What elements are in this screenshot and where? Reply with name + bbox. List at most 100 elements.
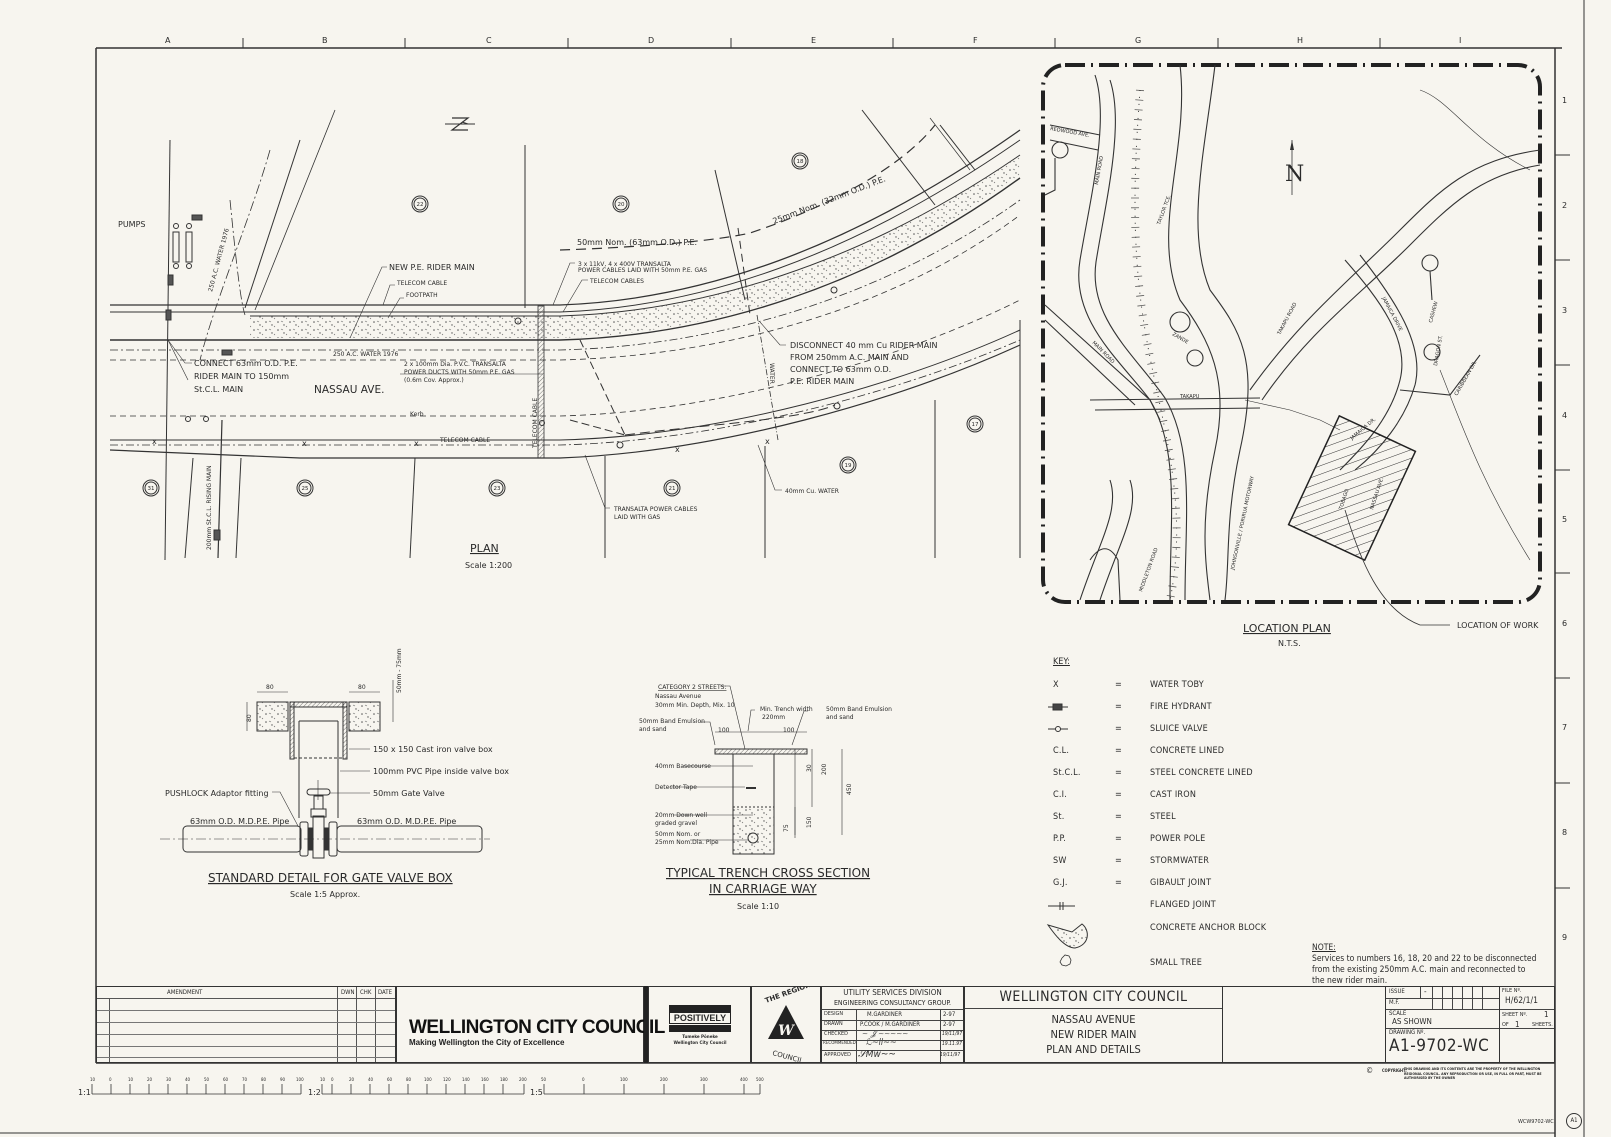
svg-text:80: 80 — [406, 1077, 412, 1082]
wcc-logo-block: WELLINGTON CITY COUNCIL Making Wellingto… — [396, 986, 665, 1063]
svg-text:200: 200 — [519, 1077, 527, 1082]
svg-text:COUNCIL: COUNCIL — [771, 1049, 804, 1062]
svg-text:ZANDE: ZANDE — [1171, 332, 1189, 346]
svg-text:and sand: and sand — [639, 726, 667, 733]
fire-hydrant-icon — [1048, 703, 1068, 711]
svg-text:75: 75 — [783, 824, 790, 832]
trench-labels: CATEGORY 2 STREETS: Nassau Avenue 30mm M… — [639, 684, 892, 911]
svg-text:150: 150 — [806, 816, 813, 828]
svg-text:10: 10 — [128, 1077, 134, 1082]
svg-text:Nassau Avenue: Nassau Avenue — [655, 693, 701, 700]
svg-text:TRANSALTA POWER CABLES: TRANSALTA POWER CABLES — [613, 506, 698, 513]
svg-text:graded gravel: graded gravel — [655, 820, 697, 827]
svg-text:18: 18 — [797, 159, 804, 165]
svg-text:Min. Trench width: Min. Trench width — [760, 706, 813, 713]
svg-text:x: x — [152, 437, 157, 446]
svg-text:63mm O.D. M.D.P.E. Pipe: 63mm O.D. M.D.P.E. Pipe — [190, 817, 289, 826]
location-plan: N REDWOOD AVE. MAIN ROAD TAYLOR TCE. ZAN… — [1041, 63, 1542, 648]
note-block: NOTE: Services to numbers 16, 18, 20 and… — [1312, 943, 1537, 986]
svg-text:300: 300 — [700, 1077, 708, 1082]
svg-text:THE REGIONAL: THE REGIONAL — [764, 987, 820, 1005]
council-name: WELLINGTON CITY COUNCIL — [409, 1017, 665, 1038]
svg-text:1:1: 1:1 — [78, 1088, 91, 1097]
svg-text:400: 400 — [740, 1077, 748, 1082]
svg-text:30mm Min. Depth, Mix. 10: 30mm Min. Depth, Mix. 10 — [655, 702, 735, 709]
svg-text:RIDER MAIN TO 150mm: RIDER MAIN TO 150mm — [194, 372, 289, 381]
project-title-block: WELLINGTON CITY COUNCIL NASSAU AVENUE NE… — [964, 986, 1223, 1063]
amendment-table: AMENDMENT DWN CHK DATE — [96, 986, 396, 1063]
svg-text:120: 120 — [443, 1077, 451, 1082]
svg-text:5: 5 — [1562, 515, 1567, 524]
svg-text:8: 8 — [1562, 828, 1567, 837]
svg-text:REDWOOD AVE.: REDWOOD AVE. — [1050, 126, 1091, 139]
svg-text:1:5: 1:5 — [530, 1088, 543, 1097]
project-owner: WELLINGTON CITY COUNCIL — [999, 989, 1188, 1005]
svg-text:TELECOM CABLES: TELECOM CABLES — [589, 278, 644, 285]
svg-text:100: 100 — [424, 1077, 432, 1082]
svg-text:WATER: WATER — [768, 363, 775, 384]
svg-text:220mm: 220mm — [762, 714, 785, 721]
svg-text:250 A.C. WATER 1976: 250 A.C. WATER 1976 — [333, 351, 398, 358]
svg-text:I: I — [1459, 36, 1461, 45]
svg-text:3: 3 — [1562, 306, 1567, 315]
small-tree-icon — [1059, 954, 1072, 967]
svg-text:Kerb: Kerb — [410, 411, 424, 418]
reference-code: WCW9702-WC — [1518, 1119, 1554, 1125]
svg-text:x: x — [765, 437, 770, 446]
svg-text:St.C.L. MAIN: St.C.L. MAIN — [194, 385, 243, 394]
svg-text:40: 40 — [185, 1077, 191, 1082]
svg-text:PUMPS: PUMPS — [118, 220, 145, 229]
svg-text:CONNECT TO 63mm O.D.: CONNECT TO 63mm O.D. — [790, 365, 891, 374]
svg-text:10: 10 — [320, 1077, 326, 1082]
svg-text:DRAGON ST.: DRAGON ST. — [1433, 335, 1444, 367]
svg-text:4: 4 — [1562, 411, 1567, 420]
svg-text:80: 80 — [266, 684, 274, 691]
svg-text:JOHNSONVILLE / PORIRUA MOTORWA: JOHNSONVILLE / PORIRUA MOTORWAY — [1230, 475, 1256, 572]
svg-text:Scale 1:200: Scale 1:200 — [465, 561, 512, 570]
flanged-joint-icon — [1048, 902, 1075, 910]
svg-text:P.E. RIDER MAIN: P.E. RIDER MAIN — [790, 377, 854, 386]
svg-text:1:2: 1:2 — [308, 1088, 321, 1097]
gate-valve-labels: 80 80 80 50mm - 75mm 150 x 150 Cast iron… — [165, 648, 509, 899]
svg-text:D: D — [648, 36, 654, 45]
svg-text:DISCONNECT 40 mm Cu RIDER MAIN: DISCONNECT 40 mm Cu RIDER MAIN — [790, 341, 938, 350]
svg-text:40mm Basecourse: 40mm Basecourse — [655, 763, 711, 770]
anchor-block-icon — [1046, 923, 1088, 949]
trench-title-2: IN CARRIAGE WAY — [709, 882, 817, 896]
svg-text:x: x — [414, 439, 419, 448]
svg-text:x: x — [302, 439, 307, 448]
plan-labels: PUMPS 250 A.C. WATER 1976 250 A.C. WATER… — [118, 174, 938, 570]
plan-title: PLAN — [470, 542, 499, 555]
svg-text:21: 21 — [669, 486, 676, 492]
svg-text:TELECOM CABLE: TELECOM CABLE — [439, 437, 490, 444]
svg-text:30: 30 — [166, 1077, 172, 1082]
svg-text:25mm Nom.Dia. Pipe: 25mm Nom.Dia. Pipe — [655, 839, 719, 846]
drawing-number: A1-9702-WC — [1389, 1036, 1490, 1056]
svg-text:50mm Gate Valve: 50mm Gate Valve — [373, 789, 445, 798]
positively-logo-block: POSITIVELY Tumeke Pōneke Wellington City… — [648, 986, 751, 1063]
key-title: KEY: — [1053, 657, 1070, 667]
file-sheet-block: FILE Nº. H/62/1/1 SHEET Nº. 1 OF 1 SHEET… — [1499, 986, 1555, 1063]
svg-text:TAKAPU ROAD: TAKAPU ROAD — [1276, 302, 1299, 337]
grid-column-labels: A B C D E F G H I — [165, 36, 1461, 45]
svg-text:H: H — [1297, 36, 1303, 45]
svg-text:0: 0 — [109, 1077, 112, 1082]
svg-text:TELECOM CABLE: TELECOM CABLE — [396, 280, 447, 287]
drawing-info-block: ISSUE - M.F. SCALE AS SHOWN DRAWING Nº. … — [1385, 986, 1500, 1063]
svg-text:31: 31 — [148, 486, 155, 492]
file-number: H/62/1/1 — [1505, 996, 1538, 1006]
scale-value: AS SHOWN — [1392, 1017, 1432, 1026]
svg-text:10: 10 — [90, 1077, 96, 1082]
svg-text:W: W — [778, 1023, 795, 1039]
svg-text:TAKAPU: TAKAPU — [1179, 394, 1200, 400]
svg-text:160: 160 — [481, 1077, 489, 1082]
svg-text:90: 90 — [280, 1077, 286, 1082]
svg-text:1: 1 — [1562, 96, 1567, 105]
gate-valve-title: STANDARD DETAIL FOR GATE VALVE BOX — [208, 871, 453, 885]
svg-text:50mm Band Emulsion: 50mm Band Emulsion — [639, 718, 705, 725]
svg-text:450: 450 — [846, 783, 853, 795]
svg-text:POWER CABLES LAID WITH 50mm P.: POWER CABLES LAID WITH 50mm P.E. GAS — [578, 267, 707, 274]
svg-text:50mm Band Emulsion: 50mm Band Emulsion — [826, 706, 892, 713]
